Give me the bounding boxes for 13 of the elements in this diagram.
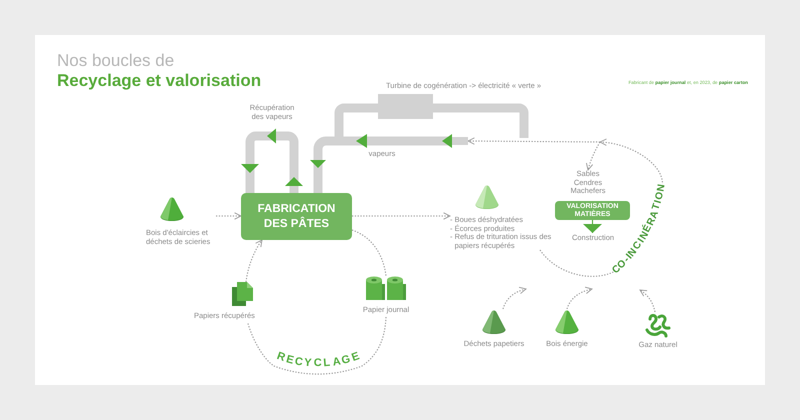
dotted-arrow [352, 212, 450, 220]
dotted-arrow [502, 287, 526, 310]
diagram-title: Nos boucles de Recyclage et valorisation [57, 51, 262, 91]
arrow [583, 220, 602, 233]
pipe-segment [452, 137, 468, 145]
edge-label: RECYCLAGE [272, 350, 364, 372]
dotted-line [247, 316, 387, 375]
dotted-line [352, 229, 387, 276]
dotted-arrow [245, 240, 262, 282]
process-box: FABRICATION DES PÂTES [241, 193, 352, 240]
dotted-arrow [216, 212, 242, 220]
dotted-arrow [640, 290, 656, 312]
dotted-arrow [566, 286, 592, 310]
